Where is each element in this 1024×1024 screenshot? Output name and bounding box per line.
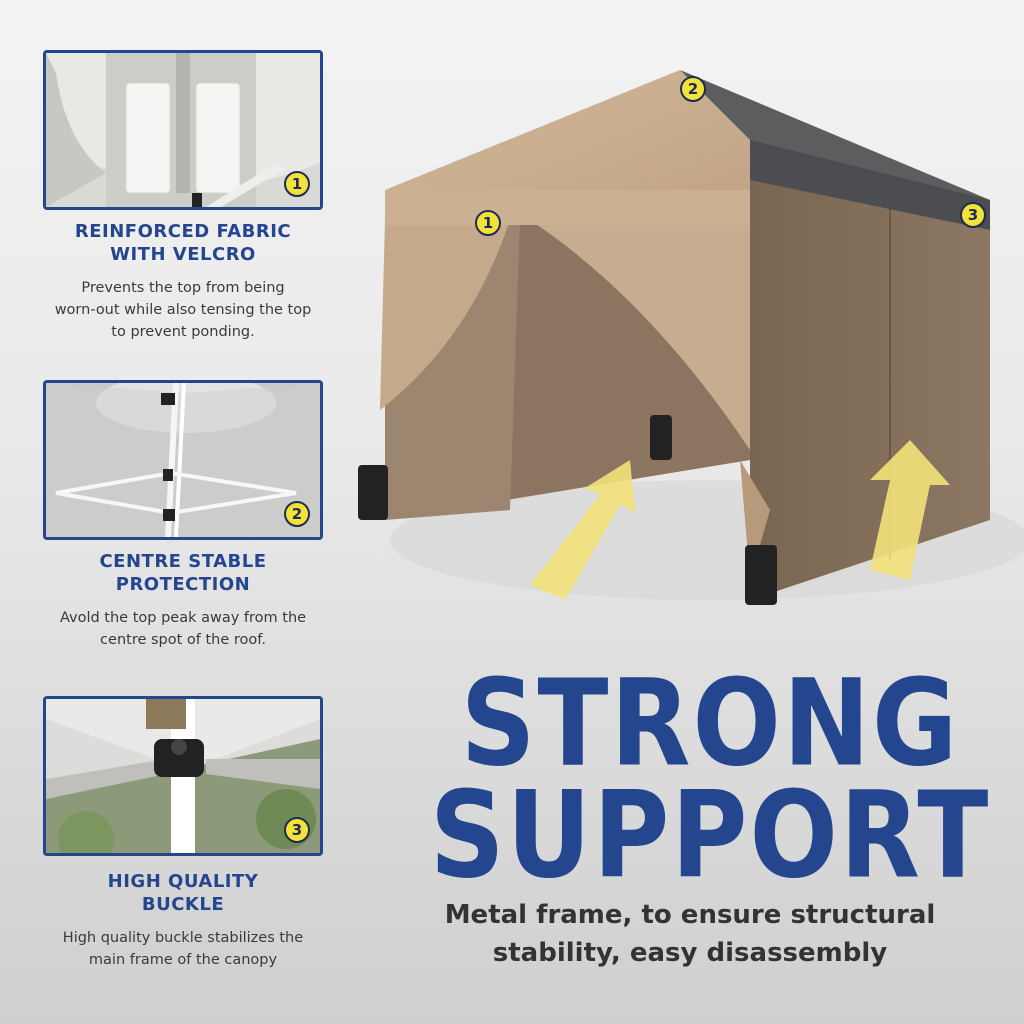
velcro-strap-illustration xyxy=(46,53,320,207)
buckle-illustration xyxy=(46,699,320,853)
center-pole-photo: 2 xyxy=(43,380,323,540)
number-badge: 3 xyxy=(960,202,986,228)
number-badge: 1 xyxy=(284,171,310,197)
velcro-photo: 1 xyxy=(43,50,323,210)
canopy-tent-image: 2 1 3 xyxy=(350,40,1024,640)
canopy-tent-illustration xyxy=(358,70,1024,605)
headline-line-2: SUPPORT xyxy=(429,765,991,906)
headline-line-1: STRONG xyxy=(460,653,960,794)
center-pole-illustration xyxy=(46,383,320,537)
number-badge: 1 xyxy=(475,210,501,236)
number-badge: 2 xyxy=(680,76,706,102)
number-badge: 3 xyxy=(284,817,310,843)
number-badge: 2 xyxy=(284,501,310,527)
buckle-photo: 3 xyxy=(43,696,323,856)
